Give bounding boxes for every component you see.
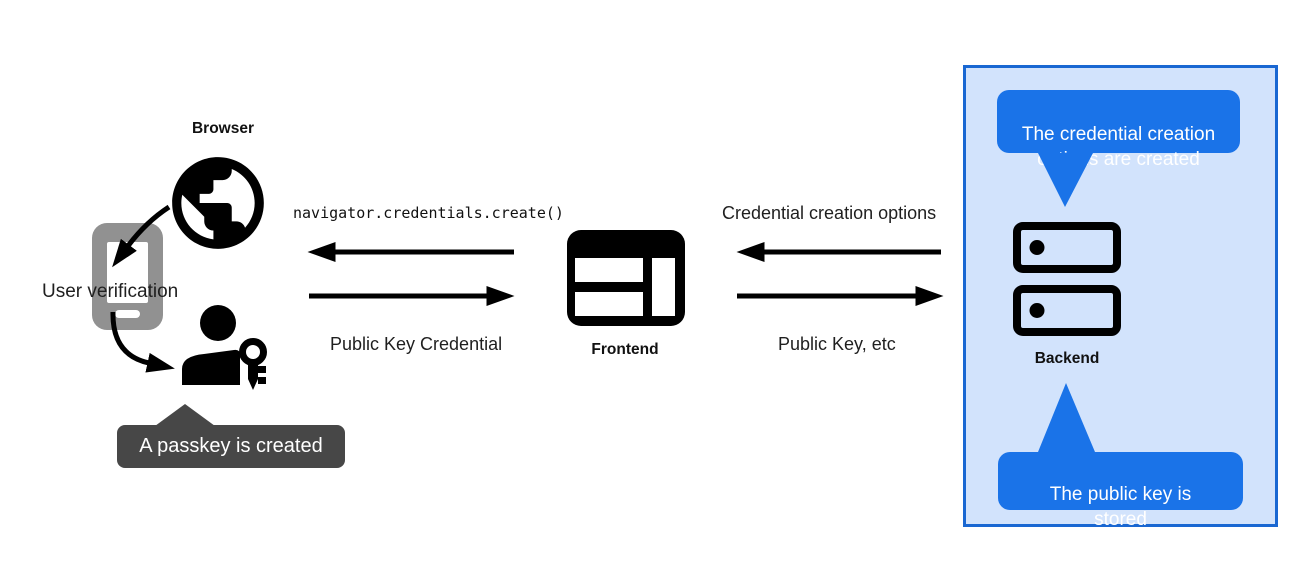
browser-label: Browser [191,120,255,137]
callout-public-key-stored: The public key is stored [998,452,1243,530]
public-key-etc-label: Public Key, etc [778,334,896,354]
frontend-window-icon [567,230,685,326]
passkey-created-text: A passkey is created [139,435,323,457]
callout-credential-options: The credential creation options are crea… [997,90,1240,170]
callout-public-key-stored-text: The public key is stored [1049,483,1192,531]
callout-pointer-up-icon [1038,383,1095,452]
credential-creation-options-label: Credential creation options [722,203,937,223]
backend-panel: The credential creation options are crea… [963,65,1278,530]
smartphone-home-bar [115,310,140,318]
callout-pointer-down-icon [1038,153,1093,207]
navigator-credentials-create-label: navigator.credentials.create() [293,204,564,222]
browser-globe-icon [172,157,264,249]
passkey-user-icon [182,305,267,390]
frontend-label: Frontend [591,341,659,358]
public-key-credential-label: Public Key Credential [330,334,503,354]
backend-server-icon [1013,222,1121,336]
user-verification-label: User verification [42,281,179,302]
smartphone-icon [92,223,163,330]
tooltip-pointer-icon [155,404,215,426]
backend-label: Backend [1034,350,1100,367]
passkey-created-tooltip: A passkey is created [117,404,345,468]
